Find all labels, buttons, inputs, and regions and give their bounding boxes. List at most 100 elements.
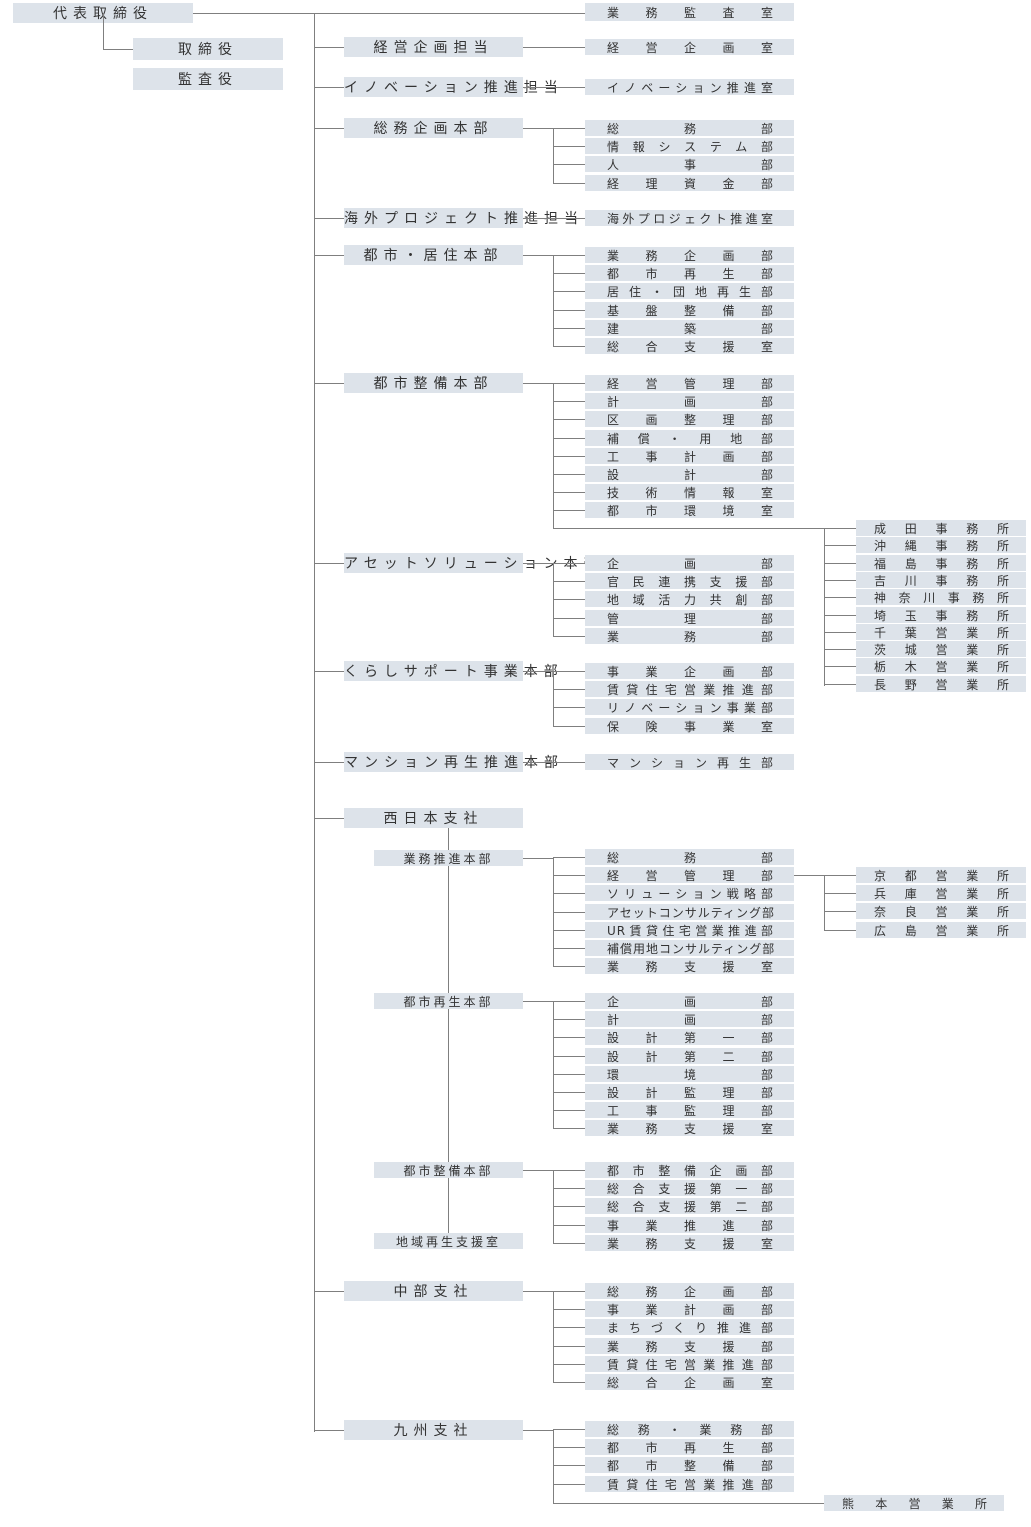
department-box-label: 事業企画部 [607, 664, 774, 679]
department-box-label: 建築部 [607, 321, 774, 336]
connector-line [314, 1430, 344, 1431]
connector-line [553, 1243, 585, 1244]
division-box: 九州支社 [344, 1420, 523, 1440]
department-box-label: まちづくり推進部 [607, 1320, 774, 1335]
connector-line [824, 911, 856, 912]
connector-line [523, 1170, 553, 1171]
department-box-label: 総合企画室 [607, 1375, 774, 1390]
department-box-label: 設計監理部 [607, 1085, 774, 1100]
connector-line [314, 383, 344, 384]
department-box: 技術情報室 [585, 484, 794, 500]
connector-line [553, 456, 585, 457]
connector-line [553, 1074, 585, 1075]
department-box-label: 業務支援部 [607, 1339, 774, 1354]
division-box-label: 都市整備本部 [373, 376, 494, 392]
department-box-label: 業務企画部 [607, 248, 774, 263]
connector-line [553, 912, 585, 913]
department-box: 賃貸住宅営業推進部 [585, 1476, 794, 1492]
connector-line [553, 310, 585, 311]
connector-line [553, 1327, 585, 1328]
department-box-label: 環境部 [607, 1067, 774, 1082]
branch-office-box: 広島営業所 [856, 922, 1026, 938]
branch-office-box-label: 栃木営業所 [874, 659, 1010, 674]
branch-office-box: 京都営業所 [856, 867, 1026, 883]
department-box: 地域活力共創部 [585, 591, 794, 607]
branch-office-box-label: 神奈川事務所 [874, 590, 1010, 605]
connector-line [824, 875, 856, 876]
ceo-box-label: 代表取締役 [53, 6, 153, 22]
department-box: 計画部 [585, 393, 794, 409]
director-box: 取締役 [133, 38, 283, 60]
department-box: 業務支援室 [585, 1120, 794, 1136]
department-box: 建築部 [585, 320, 794, 336]
connector-line [523, 1430, 553, 1431]
department-box: 総務部 [585, 120, 794, 136]
branch-office-box-label: 長野営業所 [874, 677, 1010, 692]
department-box-label: 企画部 [607, 556, 774, 571]
connector-line [553, 328, 585, 329]
department-box: 総務・業務部 [585, 1421, 794, 1437]
connector-line [553, 474, 585, 475]
connector-line [553, 1037, 585, 1038]
department-box: 総合企画室 [585, 1374, 794, 1390]
connector-line [824, 597, 856, 598]
division-box-label: 海外プロジェクト推進担当 [344, 211, 584, 227]
branch-office-box: 千葉営業所 [856, 624, 1026, 640]
department-box: 企画部 [585, 555, 794, 571]
connector-line [553, 599, 585, 600]
department-box-label: 賃貸住宅営業推進部 [607, 1477, 774, 1492]
connector-line [553, 419, 585, 420]
audit-office-box: 業務監査室 [585, 3, 794, 21]
west-division-box: 都市整備本部 [374, 1162, 523, 1178]
connector-line [553, 1188, 585, 1189]
department-box: 設計部 [585, 466, 794, 482]
connector-line [553, 1170, 585, 1171]
connector-line [523, 858, 553, 859]
department-box: 都市再生部 [585, 265, 794, 281]
department-box-label: 都市再生部 [607, 1440, 774, 1455]
connector-line [103, 13, 104, 50]
department-box-label: 総合支援第一部 [607, 1181, 774, 1196]
connector-line [314, 218, 344, 219]
department-box: 設計第二部 [585, 1048, 794, 1064]
department-box: 業務支援部 [585, 1338, 794, 1354]
department-box: 居住・団地再生部 [585, 283, 794, 299]
connector-line [553, 671, 585, 672]
connector-line [553, 1465, 585, 1466]
connector-line [553, 875, 585, 876]
connector-line [553, 1364, 585, 1365]
department-box: 事業推進部 [585, 1217, 794, 1233]
department-box: 業務部 [585, 628, 794, 644]
department-box: 環境部 [585, 1066, 794, 1082]
branch-office-box: 茨城営業所 [856, 641, 1026, 657]
connector-line [553, 1056, 585, 1057]
department-box-label: 企画部 [607, 994, 774, 1009]
connector-line [553, 401, 585, 402]
connector-line [553, 383, 585, 384]
connector-line [553, 893, 585, 894]
division-box: 海外プロジェクト推進担当 [344, 208, 584, 228]
branch-office-box-label: 奈良営業所 [874, 904, 1010, 919]
department-box: 都市再生部 [585, 1439, 794, 1455]
department-box: 総合支援第二部 [585, 1198, 794, 1214]
connector-line [553, 273, 585, 274]
branch-office-box-label: 京都営業所 [874, 868, 1010, 883]
auditor-box: 監査役 [133, 68, 283, 90]
division-box: マンション再生推進本部 [344, 752, 558, 772]
connector-line [193, 13, 585, 14]
department-box-label: 情報システム部 [607, 139, 774, 154]
west-division-box-label: 都市整備本部 [403, 1163, 494, 1178]
connector-line [314, 563, 344, 564]
department-box-label: ソリューション戦略部 [607, 886, 774, 901]
department-box: 工事監理部 [585, 1102, 794, 1118]
connector-line [314, 671, 344, 672]
kumamoto-office-box: 熊本営業所 [824, 1495, 1004, 1511]
kumamoto-office-box-label: 熊本営業所 [842, 1496, 988, 1511]
department-box-label: リノベーション事業部 [607, 700, 774, 715]
department-box: 設計監理部 [585, 1084, 794, 1100]
department-box: 事業計画部 [585, 1301, 794, 1317]
department-box-label: 総務・業務部 [607, 1422, 774, 1437]
division-box: アセットソリューション本部 [344, 553, 597, 573]
department-box: 経営企画室 [585, 39, 794, 55]
department-box: 管理部 [585, 610, 794, 626]
